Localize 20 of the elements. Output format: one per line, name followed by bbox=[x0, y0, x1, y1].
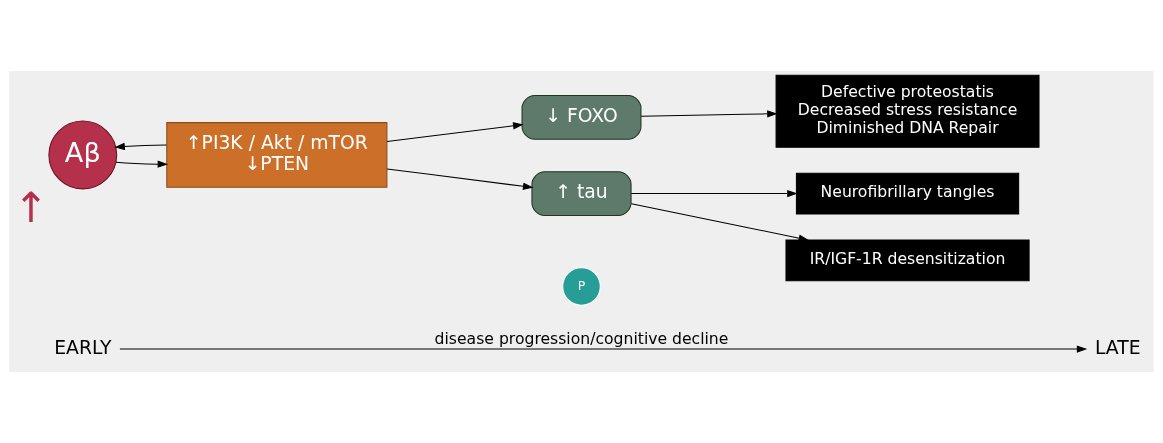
arrow bbox=[386, 122, 524, 142]
arrow bbox=[115, 160, 169, 168]
node-box: Neurofibrillary tangles bbox=[795, 172, 1020, 215]
arrow bbox=[630, 189, 798, 198]
node-circle: Aβ bbox=[48, 120, 118, 190]
node-label: ↑ bbox=[13, 183, 49, 233]
node-box: ↑PI3K / Akt / mTOR ↓PTEN bbox=[166, 122, 388, 188]
node-box: ↑ tau bbox=[531, 171, 632, 216]
node-text: EARLY bbox=[54, 336, 112, 358]
node-box: ↓ FOXO bbox=[521, 95, 642, 140]
node-text: LATE bbox=[1094, 336, 1141, 358]
node-box: IR/IGF-1R desensitization bbox=[785, 239, 1030, 282]
node-box: Defective proteostatis Decreased stress resistance Diminished DNA Repair bbox=[775, 74, 1040, 148]
arrow bbox=[630, 203, 810, 242]
arrow bbox=[114, 142, 167, 151]
arrow bbox=[386, 168, 534, 190]
arrow bbox=[119, 345, 1088, 353]
arrow bbox=[640, 110, 778, 118]
node-circle: P bbox=[562, 267, 601, 306]
edge-label: disease progression/cognitive decline bbox=[434, 328, 729, 348]
